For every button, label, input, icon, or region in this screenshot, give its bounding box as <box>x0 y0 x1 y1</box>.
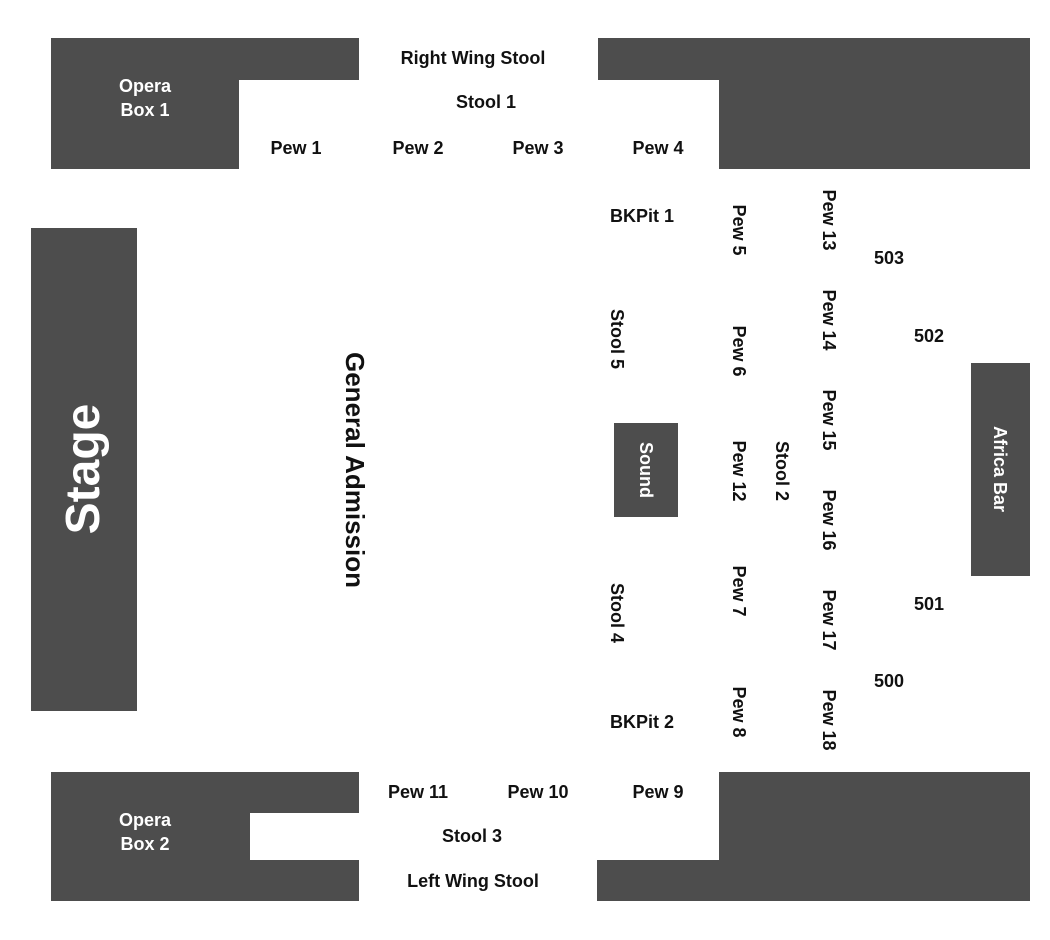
sound-label: Sound <box>636 442 656 498</box>
pew-5-label[interactable]: Pew 5 <box>729 204 749 256</box>
pew-9-label[interactable]: Pew 9 <box>632 782 684 802</box>
bottom-left-cutout <box>250 813 359 860</box>
pew-18-label[interactable]: Pew 18 <box>819 689 839 751</box>
pew-4-label[interactable]: Pew 4 <box>632 138 684 158</box>
section-501-label[interactable]: 501 <box>913 594 945 614</box>
opera-box-1-label-text: Opera Box 1 <box>118 76 172 120</box>
bkpit-1-label[interactable]: BKPit 1 <box>609 206 675 226</box>
general-admission-label[interactable]: General Admission <box>340 352 370 588</box>
stage-label: Stage <box>57 403 110 535</box>
stool-2-label[interactable]: Stool 2 <box>772 440 792 502</box>
pew-8-label[interactable]: Pew 8 <box>729 686 749 738</box>
pew-10-label[interactable]: Pew 10 <box>507 782 569 802</box>
pew-15-label[interactable]: Pew 15 <box>819 389 839 451</box>
stool-1-label[interactable]: Stool 1 <box>455 92 517 112</box>
sound-block[interactable] <box>614 423 678 517</box>
top-left-cutout <box>239 80 359 169</box>
stool-3-label[interactable]: Stool 3 <box>441 826 503 846</box>
opera-box-2-label: Opera Box 2 <box>119 808 171 856</box>
africa-bar-block[interactable] <box>971 363 1030 576</box>
pew-13-label[interactable]: Pew 13 <box>819 189 839 251</box>
africa-bar-label: Africa Bar <box>990 425 1010 513</box>
pew-11-label[interactable]: Pew 11 <box>387 782 449 802</box>
opera-box-1-label: Opera Box 1 <box>119 74 171 122</box>
stage-block[interactable] <box>31 228 137 711</box>
bottom-right-cutout <box>597 772 719 860</box>
pew-2-label[interactable]: Pew 2 <box>392 138 444 158</box>
section-502-label[interactable]: 502 <box>913 326 945 346</box>
opera-box-2-label-text: Opera Box 2 <box>118 810 172 854</box>
section-503-label[interactable]: 503 <box>873 248 905 268</box>
bkpit-2-label[interactable]: BKPit 2 <box>609 712 675 732</box>
right-wing-stool-label[interactable]: Right Wing Stool <box>400 48 546 68</box>
pew-16-label[interactable]: Pew 16 <box>819 489 839 551</box>
pew-6-label[interactable]: Pew 6 <box>729 325 749 377</box>
stool-5-label[interactable]: Stool 5 <box>607 308 627 370</box>
pew-17-label[interactable]: Pew 17 <box>819 589 839 651</box>
top-right-cutout <box>598 80 719 169</box>
pew-7-label[interactable]: Pew 7 <box>729 565 749 617</box>
pew-12-label[interactable]: Pew 12 <box>729 440 749 502</box>
pew-1-label[interactable]: Pew 1 <box>270 138 322 158</box>
pew-3-label[interactable]: Pew 3 <box>512 138 564 158</box>
stool-4-label[interactable]: Stool 4 <box>607 582 627 644</box>
pew-14-label[interactable]: Pew 14 <box>819 289 839 351</box>
left-wing-stool-label[interactable]: Left Wing Stool <box>407 871 539 891</box>
section-500-label[interactable]: 500 <box>873 671 905 691</box>
